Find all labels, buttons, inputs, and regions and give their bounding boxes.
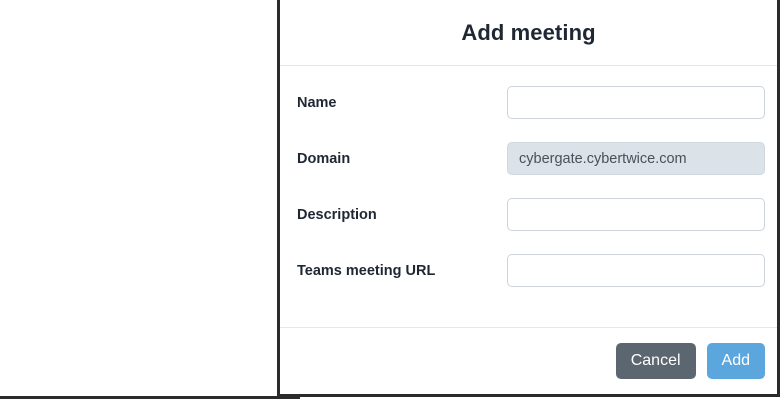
description-input[interactable] [507, 198, 765, 231]
page-bottom-divider [0, 396, 300, 399]
form-row-domain: Domain [294, 142, 765, 175]
name-input[interactable] [507, 86, 765, 119]
domain-input [507, 142, 765, 175]
label-description: Description [297, 206, 377, 223]
form-row-teams-meeting-url: Teams meeting URL [294, 254, 765, 287]
label-domain: Domain [297, 150, 351, 167]
cancel-button[interactable]: Cancel [615, 343, 696, 379]
form-row-name: Name [294, 86, 765, 119]
add-button[interactable]: Add [706, 343, 765, 379]
dialog-header: Add meeting [280, 0, 777, 66]
label-name: Name [297, 94, 337, 111]
dialog-footer: Cancel Add [280, 327, 777, 394]
add-meeting-dialog: Add meeting Name Domain Description Team… [277, 0, 780, 397]
dialog-title: Add meeting [461, 19, 596, 45]
form-row-description: Description [294, 198, 765, 231]
teams-meeting-url-input[interactable] [507, 254, 765, 287]
label-teams-meeting-url: Teams meeting URL [297, 262, 436, 279]
dialog-body: Name Domain Description Teams meeting UR… [280, 66, 777, 327]
